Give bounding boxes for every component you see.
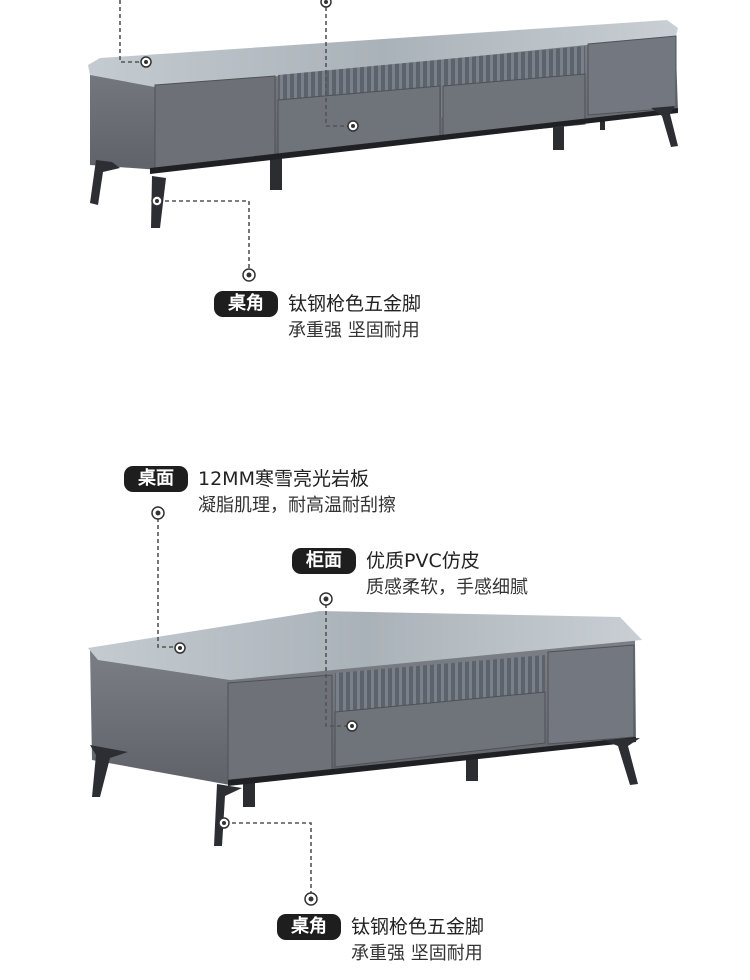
callout-text: 钛钢枪色五金脚 承重强 坚固耐用 xyxy=(288,291,421,345)
callout-title: 12MM寒雪亮光岩板 xyxy=(198,468,369,490)
front-leg xyxy=(90,745,128,797)
callout-badge: 柜面 xyxy=(292,548,356,574)
drawer xyxy=(334,691,546,768)
callout-subtitle: 凝脂肌理，耐高温耐刮擦 xyxy=(198,495,396,516)
callout-cabinet: 柜面 优质PVC仿皮 质感柔软，手感细腻 xyxy=(292,548,528,602)
callout-text: 12MM寒雪亮光岩板 凝脂肌理，耐高温耐刮擦 xyxy=(198,466,396,520)
callout-subtitle: 承重强 坚固耐用 xyxy=(288,320,420,341)
front-leg xyxy=(651,106,678,147)
slat-panel xyxy=(335,655,545,712)
front-leg xyxy=(603,738,640,785)
callout-badge: 桌角 xyxy=(277,914,341,940)
callout-text: 优质PVC仿皮 质感柔软，手感细腻 xyxy=(366,548,528,602)
base-rail xyxy=(150,108,678,174)
marble-top xyxy=(88,611,642,680)
callout-corner-bottom: 桌角 钛钢枪色五金脚 承重强 坚固耐用 xyxy=(277,914,484,968)
front-leg xyxy=(90,160,120,205)
callout-badge: 桌角 xyxy=(214,291,278,317)
tv-stand xyxy=(88,20,678,228)
annotation-dots xyxy=(140,0,359,282)
left-door xyxy=(154,75,276,169)
callout-text: 钛钢枪色五金脚 承重强 坚固耐用 xyxy=(351,914,484,968)
annotation-lines xyxy=(119,0,352,270)
callout-corner-top: 桌角 钛钢枪色五金脚 承重强 坚固耐用 xyxy=(214,291,421,345)
back-leg xyxy=(553,118,564,150)
right-door xyxy=(547,644,635,745)
callout-badge: 桌面 xyxy=(124,466,188,492)
base-rail xyxy=(228,737,636,786)
marble-top xyxy=(88,20,678,88)
callout-title: 钛钢枪色五金脚 xyxy=(351,916,485,938)
drawer xyxy=(442,73,586,139)
coffee-table xyxy=(88,611,642,846)
front-leg xyxy=(214,784,242,846)
back-leg xyxy=(466,755,478,781)
annotation-dots xyxy=(151,506,358,906)
annotation-lines xyxy=(157,518,350,895)
callout-title: 优质PVC仿皮 xyxy=(366,550,480,572)
callout-subtitle: 质感柔软，手感细腻 xyxy=(366,577,528,598)
back-leg xyxy=(243,783,255,807)
right-door xyxy=(587,35,677,116)
callout-tabletop: 桌面 12MM寒雪亮光岩板 凝脂肌理，耐高温耐刮擦 xyxy=(124,466,396,520)
back-leg xyxy=(270,150,282,190)
callout-title: 钛钢枪色五金脚 xyxy=(288,293,422,315)
callout-subtitle: 承重强 坚固耐用 xyxy=(351,943,483,964)
left-door xyxy=(227,674,333,781)
